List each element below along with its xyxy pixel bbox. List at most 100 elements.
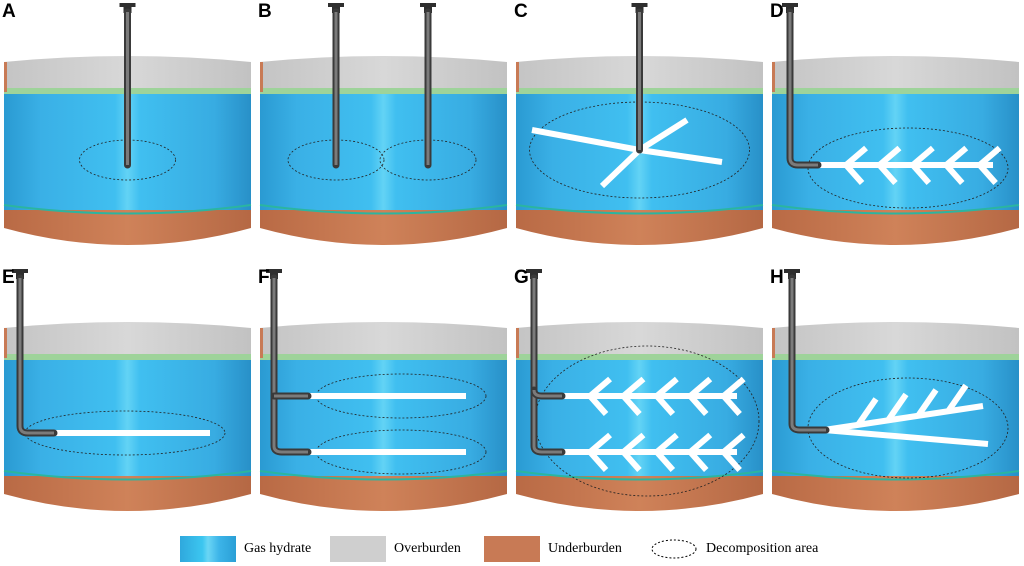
horizontal-well-highlight (18, 278, 54, 435)
panel-label: H (770, 267, 784, 288)
lower-branched-fracture-branch-down (688, 450, 709, 472)
branched-fracture-branch-up (944, 145, 969, 168)
lower-branched-fracture-branch-down (654, 450, 676, 472)
branched-fracture-branch-up (844, 145, 868, 168)
lower-branched-fracture-branch-down (621, 450, 642, 472)
legend-label-hydrate: Gas hydrate (244, 541, 312, 556)
overburden-swatch (330, 536, 386, 562)
overburden (260, 322, 507, 358)
decomposition-area-upper (315, 373, 487, 419)
gas-hydrate (516, 358, 763, 476)
overburden-edge-left (516, 62, 519, 92)
panel-label: A (2, 1, 16, 22)
decomposition-area (24, 410, 226, 456)
fishbone-branch (855, 397, 879, 427)
upper-branched-fracture-branch-down (587, 394, 609, 416)
branched-fracture-branch-up (910, 145, 935, 168)
lower-branched-fracture-branch-up (721, 432, 746, 455)
legend-item-overburden: Overburden (330, 536, 461, 562)
panel-b: B (258, 1, 508, 245)
hydrate-bottom-edge (771, 204, 1020, 215)
overburden (772, 322, 1019, 358)
overburden-edge-left (4, 62, 7, 92)
green-seam (516, 354, 763, 360)
fishbone-branch (885, 392, 909, 423)
overburden-edge-left (516, 328, 519, 358)
hydrate-swatch (180, 536, 236, 562)
gas-hydrate (260, 92, 507, 210)
upper-branched-fracture-branch-up (688, 376, 713, 399)
green-seam (772, 88, 1019, 94)
underburden-swatch (484, 536, 540, 562)
upper-branched-fracture-branch-up (654, 376, 679, 399)
gas-hydrate (4, 358, 251, 476)
hydrate-bottom-edge (515, 470, 764, 481)
lower-branched-fracture-branch-up (588, 432, 612, 455)
horizontal-well-highlight (788, 12, 818, 167)
lower-branched-fracture-branch-up (654, 432, 679, 455)
overburden (260, 56, 507, 92)
decomposition-area-right (379, 139, 477, 181)
underburden (260, 471, 507, 511)
underburden (772, 205, 1019, 245)
upper-horizontal-well-highlight (532, 389, 562, 398)
decomposition-area (79, 139, 176, 181)
legend-item-decomposition: Decomposition area (650, 536, 818, 562)
panel-f: F (258, 267, 508, 511)
underburden (516, 205, 763, 245)
radial-fracture-1 (531, 127, 641, 153)
upper-branched-fracture-branch-down (721, 394, 742, 416)
panel-label: E (2, 267, 15, 288)
gas-hydrate (260, 358, 507, 476)
branched-fracture-branch-down (843, 163, 865, 185)
panel-a: A (2, 1, 252, 245)
overburden-edge-left (772, 328, 775, 358)
branched-fracture-branch-down (910, 163, 932, 185)
fishbone-branch (945, 383, 969, 414)
branched-fracture-branch-down (977, 163, 998, 185)
upper-branched-fracture-branch-down (688, 394, 709, 416)
upper-branched-fracture-branch-up (721, 376, 746, 399)
decomposition-area (529, 101, 750, 199)
radial-fracture-2 (637, 117, 689, 153)
legend-label-overburden: Overburden (394, 541, 461, 556)
wellhead-left (328, 3, 344, 7)
underburden (4, 205, 251, 245)
wellhead-right (420, 3, 436, 7)
legend-label-decomposition: Decomposition area (706, 541, 819, 556)
panel-label: G (514, 267, 529, 288)
wellhead (782, 3, 798, 7)
wellhead (119, 3, 136, 7)
hydrate-bottom-edge (259, 204, 508, 215)
hydrate-bottom-edge (515, 204, 764, 215)
overburden-edge-left (260, 328, 263, 358)
legend-item-underburden: Underburden (484, 536, 622, 562)
legend-item-hydrate: Gas hydrate (180, 536, 311, 562)
wellhead (12, 269, 28, 273)
fishbone-branch (915, 388, 939, 418)
panel-e: E (2, 267, 252, 511)
overburden (772, 56, 1019, 92)
branched-fracture-branch-down (944, 163, 965, 185)
underburden (4, 471, 251, 511)
wellhead (784, 269, 800, 273)
underburden (260, 205, 507, 245)
upper-branched-fracture-branch-up (621, 376, 646, 399)
green-seam (260, 354, 507, 360)
hydrate-bottom-edge (3, 204, 252, 215)
hydrate-bottom-edge (259, 470, 508, 481)
panel-label: D (770, 1, 784, 22)
decomposition-area-lower (315, 429, 487, 475)
branched-fracture-branch-up (977, 145, 1002, 168)
lower-horizontal-well-highlight (532, 278, 562, 454)
lower-branched-fracture-branch-up (688, 432, 713, 455)
green-seam (772, 354, 1019, 360)
lower-branched-fracture-branch-up (621, 432, 646, 455)
wellhead (526, 269, 542, 273)
panel-d: D (770, 1, 1020, 245)
branched-fracture-branch-up (877, 145, 902, 168)
upper-branched-fracture-branch-up (588, 376, 612, 399)
green-seam (260, 88, 507, 94)
overburden (4, 322, 251, 358)
wellhead (631, 3, 648, 7)
